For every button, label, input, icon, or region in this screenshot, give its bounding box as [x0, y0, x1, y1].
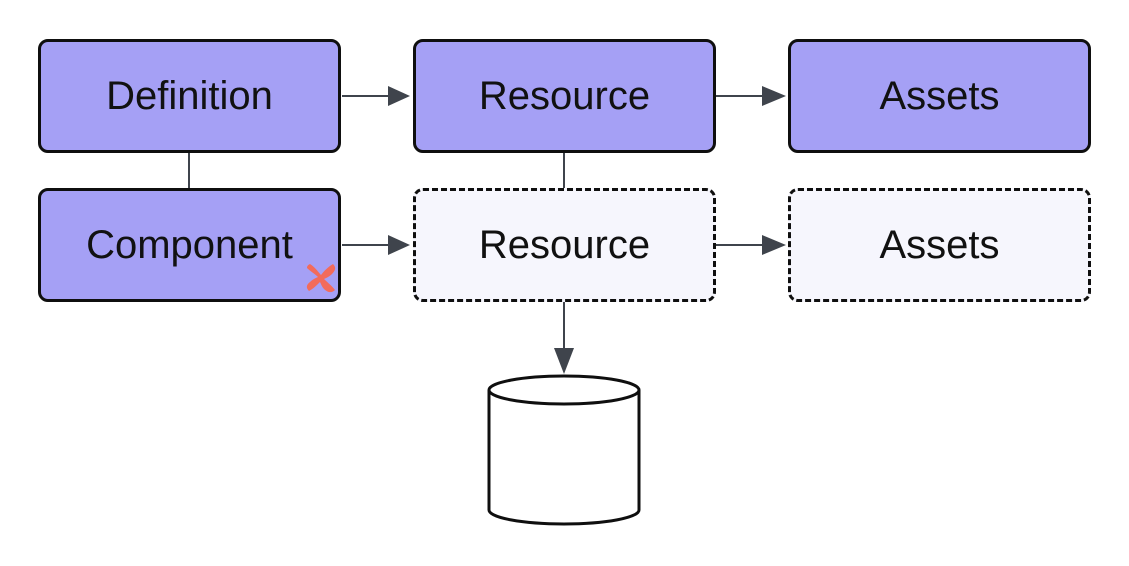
arrow-resource-to-assets-bottom [716, 235, 786, 255]
arrow-resource-to-assets [716, 86, 786, 106]
assets-node-bottom: Assets [788, 188, 1091, 302]
resource-top-label: Resource [478, 73, 651, 118]
definition-label: Definition [106, 73, 273, 118]
assets-bottom-label: Assets [879, 222, 1000, 267]
component-label: Component [86, 222, 293, 267]
component-node: Component [38, 188, 341, 302]
assets-node-top: Assets [788, 39, 1091, 153]
resource-bottom-label: Resource [478, 222, 651, 267]
arrow-resource-to-database [554, 302, 574, 374]
database-cylinder-icon [487, 374, 641, 526]
resource-node-bottom: Resource [413, 188, 716, 302]
arrow-component-to-resource [342, 235, 410, 255]
resource-node-top: Resource [413, 39, 716, 153]
assets-top-label: Assets [879, 73, 1000, 118]
definition-node: Definition [38, 39, 341, 153]
arrow-definition-to-resource [342, 86, 410, 106]
dagster-x-icon [306, 264, 336, 293]
